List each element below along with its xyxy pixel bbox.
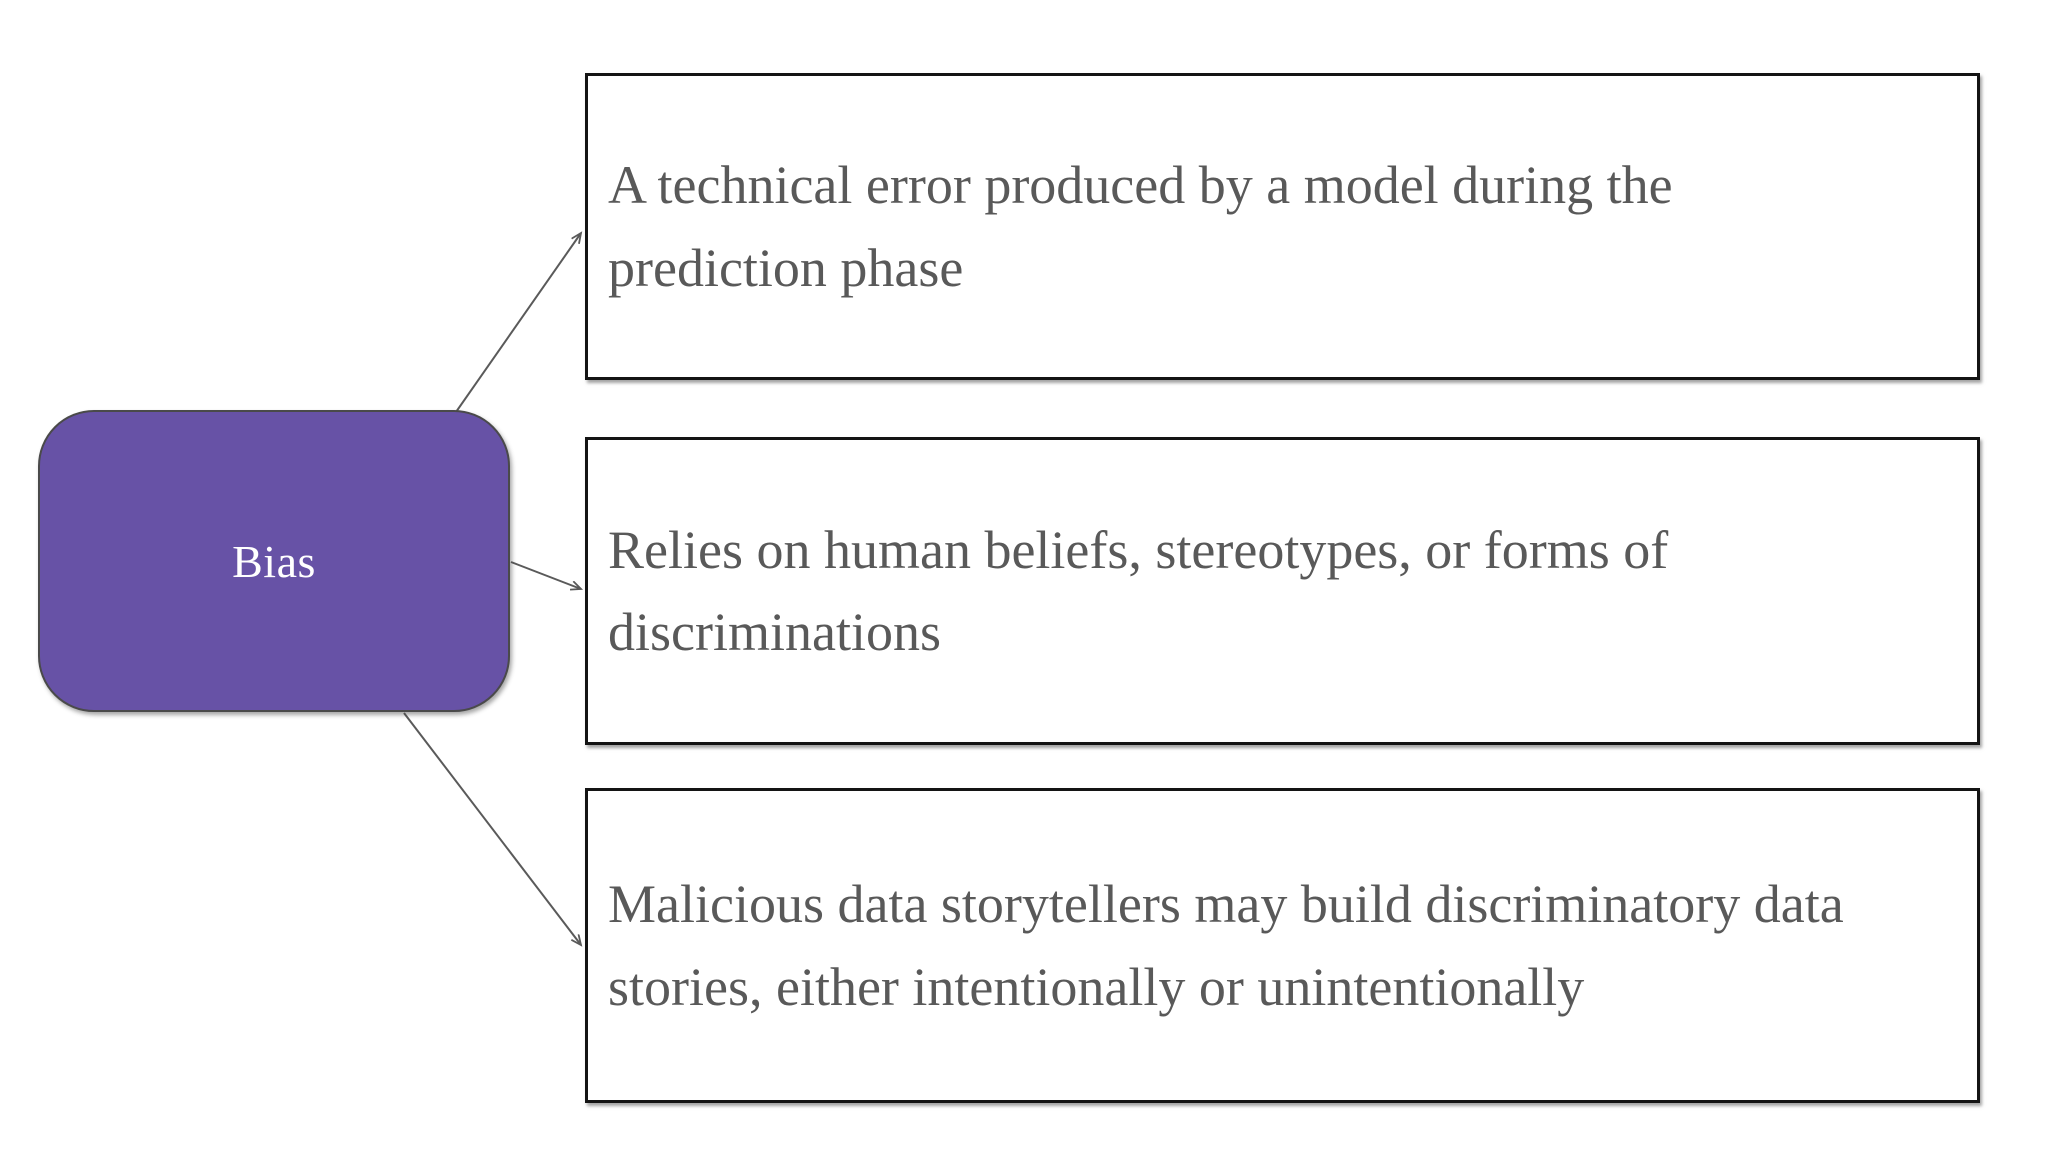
bias-node-label: Bias [232,535,316,587]
arrow-to-branch-2 [510,561,581,589]
branch-text: Malicious data storytellers may build di… [608,874,1844,1017]
branch-text: Relies on human beliefs, stereotypes, or… [608,519,1669,662]
branch-text: A technical error produced by a model du… [608,155,1673,298]
arrow-to-branch-3 [403,712,581,945]
branch-box-human-beliefs: Relies on human beliefs, stereotypes, or… [585,437,1980,745]
arrow-to-branch-1 [455,233,581,413]
bias-node: Bias [38,410,510,712]
branch-box-technical-error: A technical error produced by a model du… [585,73,1980,380]
branch-box-malicious-storytellers: Malicious data storytellers may build di… [585,788,1980,1103]
